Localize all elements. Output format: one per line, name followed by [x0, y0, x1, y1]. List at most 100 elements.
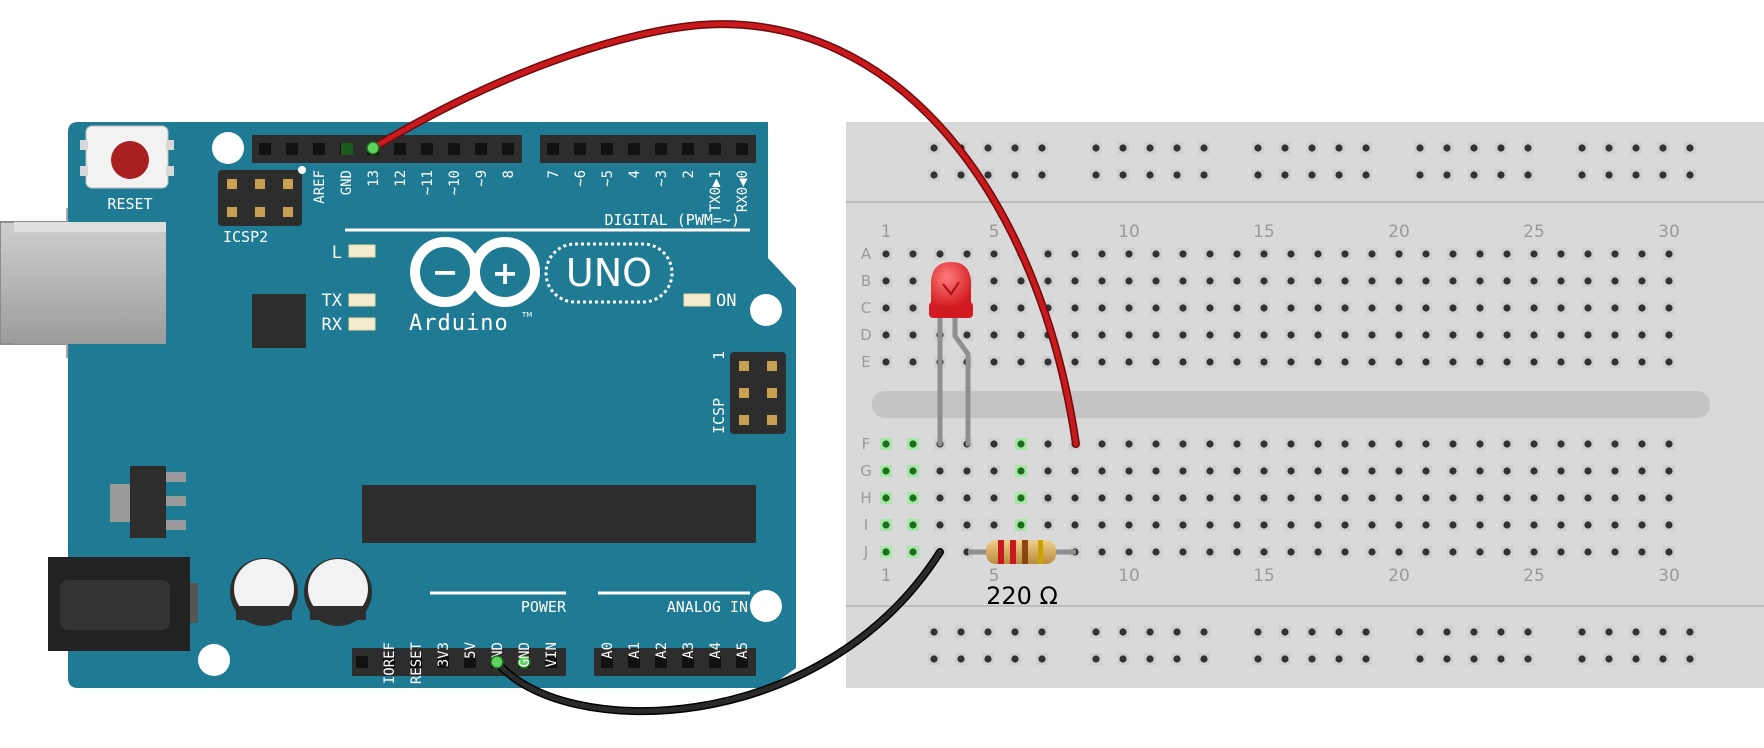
breadboard-hole[interactable]: [1044, 250, 1052, 258]
rail-hole[interactable]: [1524, 628, 1532, 636]
breadboard-hole[interactable]: [1152, 548, 1160, 556]
header-pin[interactable]: [421, 143, 433, 155]
breadboard-hole[interactable]: [1179, 467, 1187, 475]
rail-hole[interactable]: [1038, 655, 1046, 663]
header-pin[interactable]: [286, 143, 298, 155]
breadboard-hole[interactable]: [1638, 304, 1646, 312]
breadboard-hole[interactable]: [1125, 440, 1133, 448]
rail-hole[interactable]: [1578, 171, 1586, 179]
rail-hole[interactable]: [1146, 144, 1154, 152]
breadboard-hole[interactable]: [882, 494, 890, 502]
breadboard-hole[interactable]: [990, 467, 998, 475]
breadboard-hole[interactable]: [1017, 358, 1025, 366]
rail-hole[interactable]: [1470, 655, 1478, 663]
rail-hole[interactable]: [1281, 144, 1289, 152]
breadboard-hole[interactable]: [1341, 548, 1349, 556]
rail-hole[interactable]: [1119, 171, 1127, 179]
breadboard-hole[interactable]: [1611, 467, 1619, 475]
breadboard-hole[interactable]: [1098, 358, 1106, 366]
red-led[interactable]: [929, 262, 973, 447]
rail-hole[interactable]: [1659, 628, 1667, 636]
breadboard-hole[interactable]: [1071, 331, 1079, 339]
rail-hole[interactable]: [1146, 171, 1154, 179]
breadboard-hole[interactable]: [1530, 277, 1538, 285]
rail-hole[interactable]: [1632, 171, 1640, 179]
breadboard-hole[interactable]: [1476, 521, 1484, 529]
breadboard-hole[interactable]: [1368, 250, 1376, 258]
breadboard-hole[interactable]: [1314, 358, 1322, 366]
breadboard-hole[interactable]: [909, 440, 917, 448]
breadboard-hole[interactable]: [990, 521, 998, 529]
breadboard-hole[interactable]: [1503, 494, 1511, 502]
breadboard-hole[interactable]: [1395, 331, 1403, 339]
breadboard-hole[interactable]: [1476, 548, 1484, 556]
rail-hole[interactable]: [1200, 171, 1208, 179]
breadboard-hole[interactable]: [1179, 331, 1187, 339]
breadboard-hole[interactable]: [1233, 521, 1241, 529]
breadboard-hole[interactable]: [1449, 467, 1457, 475]
icsp2-pin[interactable]: [283, 207, 293, 217]
breadboard-hole[interactable]: [1503, 331, 1511, 339]
breadboard-hole[interactable]: [1611, 440, 1619, 448]
breadboard-hole[interactable]: [1341, 331, 1349, 339]
breadboard-hole[interactable]: [1395, 440, 1403, 448]
breadboard-hole[interactable]: [1476, 250, 1484, 258]
rail-hole[interactable]: [1146, 628, 1154, 636]
rail-hole[interactable]: [1497, 144, 1505, 152]
rail-hole[interactable]: [1524, 144, 1532, 152]
rail-hole[interactable]: [1119, 144, 1127, 152]
breadboard-hole[interactable]: [1125, 277, 1133, 285]
rail-hole[interactable]: [1470, 144, 1478, 152]
breadboard-hole[interactable]: [1665, 440, 1673, 448]
breadboard-hole[interactable]: [1476, 494, 1484, 502]
icsp-pin[interactable]: [739, 415, 749, 425]
header-pin[interactable]: [655, 656, 667, 668]
breadboard-hole[interactable]: [1584, 304, 1592, 312]
breadboard-hole[interactable]: [1206, 548, 1214, 556]
breadboard-hole[interactable]: [1260, 440, 1268, 448]
breadboard-hole[interactable]: [1098, 440, 1106, 448]
rail-hole[interactable]: [984, 171, 992, 179]
rail-hole[interactable]: [1119, 655, 1127, 663]
header-pin[interactable]: [464, 656, 476, 668]
breadboard-hole[interactable]: [1557, 494, 1565, 502]
breadboard-hole[interactable]: [1287, 467, 1295, 475]
rail-hole[interactable]: [957, 628, 965, 636]
breadboard-hole[interactable]: [1125, 331, 1133, 339]
header-pin[interactable]: [736, 143, 748, 155]
breadboard-hole[interactable]: [882, 548, 890, 556]
rail-hole[interactable]: [1254, 655, 1262, 663]
breadboard-hole[interactable]: [1233, 304, 1241, 312]
rail-hole[interactable]: [1092, 171, 1100, 179]
breadboard-hole[interactable]: [1530, 331, 1538, 339]
rail-hole[interactable]: [1335, 171, 1343, 179]
rail-hole[interactable]: [1578, 144, 1586, 152]
ground-wire[interactable]: [494, 549, 943, 714]
breadboard-hole[interactable]: [1044, 277, 1052, 285]
rail-hole[interactable]: [1173, 655, 1181, 663]
breadboard-hole[interactable]: [1665, 467, 1673, 475]
breadboard-hole[interactable]: [1152, 277, 1160, 285]
breadboard-hole[interactable]: [1584, 331, 1592, 339]
breadboard-hole[interactable]: [1557, 277, 1565, 285]
breadboard-hole[interactable]: [1314, 250, 1322, 258]
breadboard-hole[interactable]: [1206, 521, 1214, 529]
breadboard-hole[interactable]: [1071, 250, 1079, 258]
breadboard-hole[interactable]: [1422, 548, 1430, 556]
breadboard-hole[interactable]: [1152, 250, 1160, 258]
breadboard-hole[interactable]: [1260, 467, 1268, 475]
breadboard-hole[interactable]: [1287, 494, 1295, 502]
breadboard-hole[interactable]: [1260, 494, 1268, 502]
breadboard-hole[interactable]: [1503, 467, 1511, 475]
breadboard-hole[interactable]: [1638, 494, 1646, 502]
breadboard-hole[interactable]: [1206, 331, 1214, 339]
breadboard-hole[interactable]: [1152, 331, 1160, 339]
header-pin[interactable]: [601, 656, 613, 668]
breadboard-hole[interactable]: [1530, 521, 1538, 529]
breadboard-hole[interactable]: [1044, 467, 1052, 475]
rail-hole[interactable]: [984, 628, 992, 636]
breadboard-hole[interactable]: [1395, 304, 1403, 312]
breadboard-hole[interactable]: [990, 304, 998, 312]
breadboard-hole[interactable]: [1422, 304, 1430, 312]
breadboard-hole[interactable]: [1314, 277, 1322, 285]
